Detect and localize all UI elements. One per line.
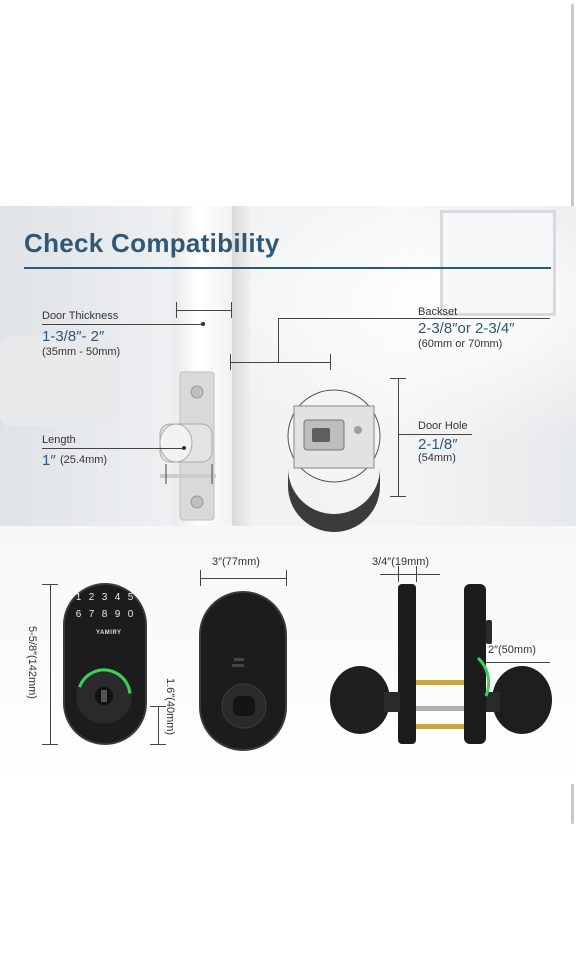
door-thickness-label: Door Thickness <box>42 310 119 322</box>
backset-leader <box>278 318 550 319</box>
window-decoration <box>440 210 556 316</box>
key-6[interactable]: 6 <box>75 609 82 620</box>
keypad-keys: 1 2 3 4 5 6 7 8 9 0 <box>72 592 138 620</box>
depth-dimension-label: 3/4″(19mm) <box>372 556 430 568</box>
length-value: 1″ <box>42 452 56 469</box>
length-metric: (25.4mm) <box>60 454 108 466</box>
door-hole-label: Door Hole <box>418 420 468 432</box>
key-5[interactable]: 5 <box>127 592 134 603</box>
depth-tick-left <box>398 566 399 582</box>
side-view-lock <box>330 584 552 744</box>
interior-unit <box>199 591 287 751</box>
keypad-lock-front <box>63 583 147 745</box>
backset-tick-left <box>230 354 231 370</box>
backset-leader-drop <box>278 318 279 362</box>
key-7[interactable]: 7 <box>88 609 95 620</box>
key-1[interactable]: 1 <box>75 592 82 603</box>
width-tick-right <box>286 570 287 586</box>
door-thickness-value: 1-3/8″- 2″ <box>42 328 105 345</box>
height-tick-top <box>42 584 58 585</box>
door-hole-tick-top <box>390 378 406 379</box>
door-hole-metric: (54mm) <box>418 452 456 464</box>
door-thickness-dimension-line <box>176 310 232 311</box>
keyhole-tick-top <box>150 706 166 707</box>
key-9[interactable]: 9 <box>114 609 121 620</box>
page-title: Check Compatibility <box>24 228 280 258</box>
length-dot <box>182 446 186 450</box>
compatibility-infographic: Check Compatibility Door Thickness 1-3/8… <box>0 206 576 784</box>
door-hole-value: 2-1/8″ <box>418 436 458 453</box>
keypad: 1 2 3 4 5 6 7 8 9 0 YAMIRY <box>72 592 138 636</box>
key-8[interactable]: 8 <box>101 609 108 620</box>
backset-metric: (60mm or 70mm) <box>418 338 503 350</box>
height-tick-bottom <box>42 744 58 745</box>
length-leader <box>42 448 184 449</box>
door-hole-dimension-line <box>398 378 399 496</box>
width-dimension-label: 3″(77mm) <box>212 556 260 568</box>
sofa-decoration <box>0 336 120 426</box>
key-2[interactable]: 2 <box>88 592 95 603</box>
keyhole-height-line <box>158 706 159 744</box>
brand-logo: YAMIRY <box>96 630 122 636</box>
door-thickness-leader <box>42 324 204 325</box>
backset-value: 2-3/8″or 2-3/4″ <box>418 320 515 337</box>
knob-dimension-line <box>486 662 550 663</box>
door-hole-leader <box>398 434 472 435</box>
backset-dimension-line <box>230 362 330 363</box>
door-thickness-dot <box>201 322 205 326</box>
door-thickness-tick-left <box>176 302 177 318</box>
backset-tick-right <box>330 354 331 370</box>
width-tick-left <box>200 570 201 586</box>
width-dimension-line <box>200 578 286 579</box>
door-thickness-metric: (35mm - 50mm) <box>42 346 121 358</box>
key-4[interactable]: 4 <box>114 592 121 603</box>
latch-illustration <box>159 371 216 521</box>
door-hole-illustration <box>287 389 381 532</box>
door-edge <box>232 206 250 526</box>
key-0[interactable]: 0 <box>127 609 134 620</box>
door-hole-tick-bottom <box>390 496 406 497</box>
key-3[interactable]: 3 <box>101 592 108 603</box>
depth-dimension-line <box>380 574 440 575</box>
depth-tick-right <box>416 566 417 582</box>
height-dimension-line <box>50 584 51 744</box>
knob-dimension-label: 2″(50mm) <box>488 644 536 656</box>
length-label: Length <box>42 434 76 446</box>
backset-label: Backset <box>418 306 458 318</box>
keyhole-tick-bottom <box>150 744 166 745</box>
door-thickness-tick-right <box>231 302 232 318</box>
title-divider <box>24 267 551 269</box>
